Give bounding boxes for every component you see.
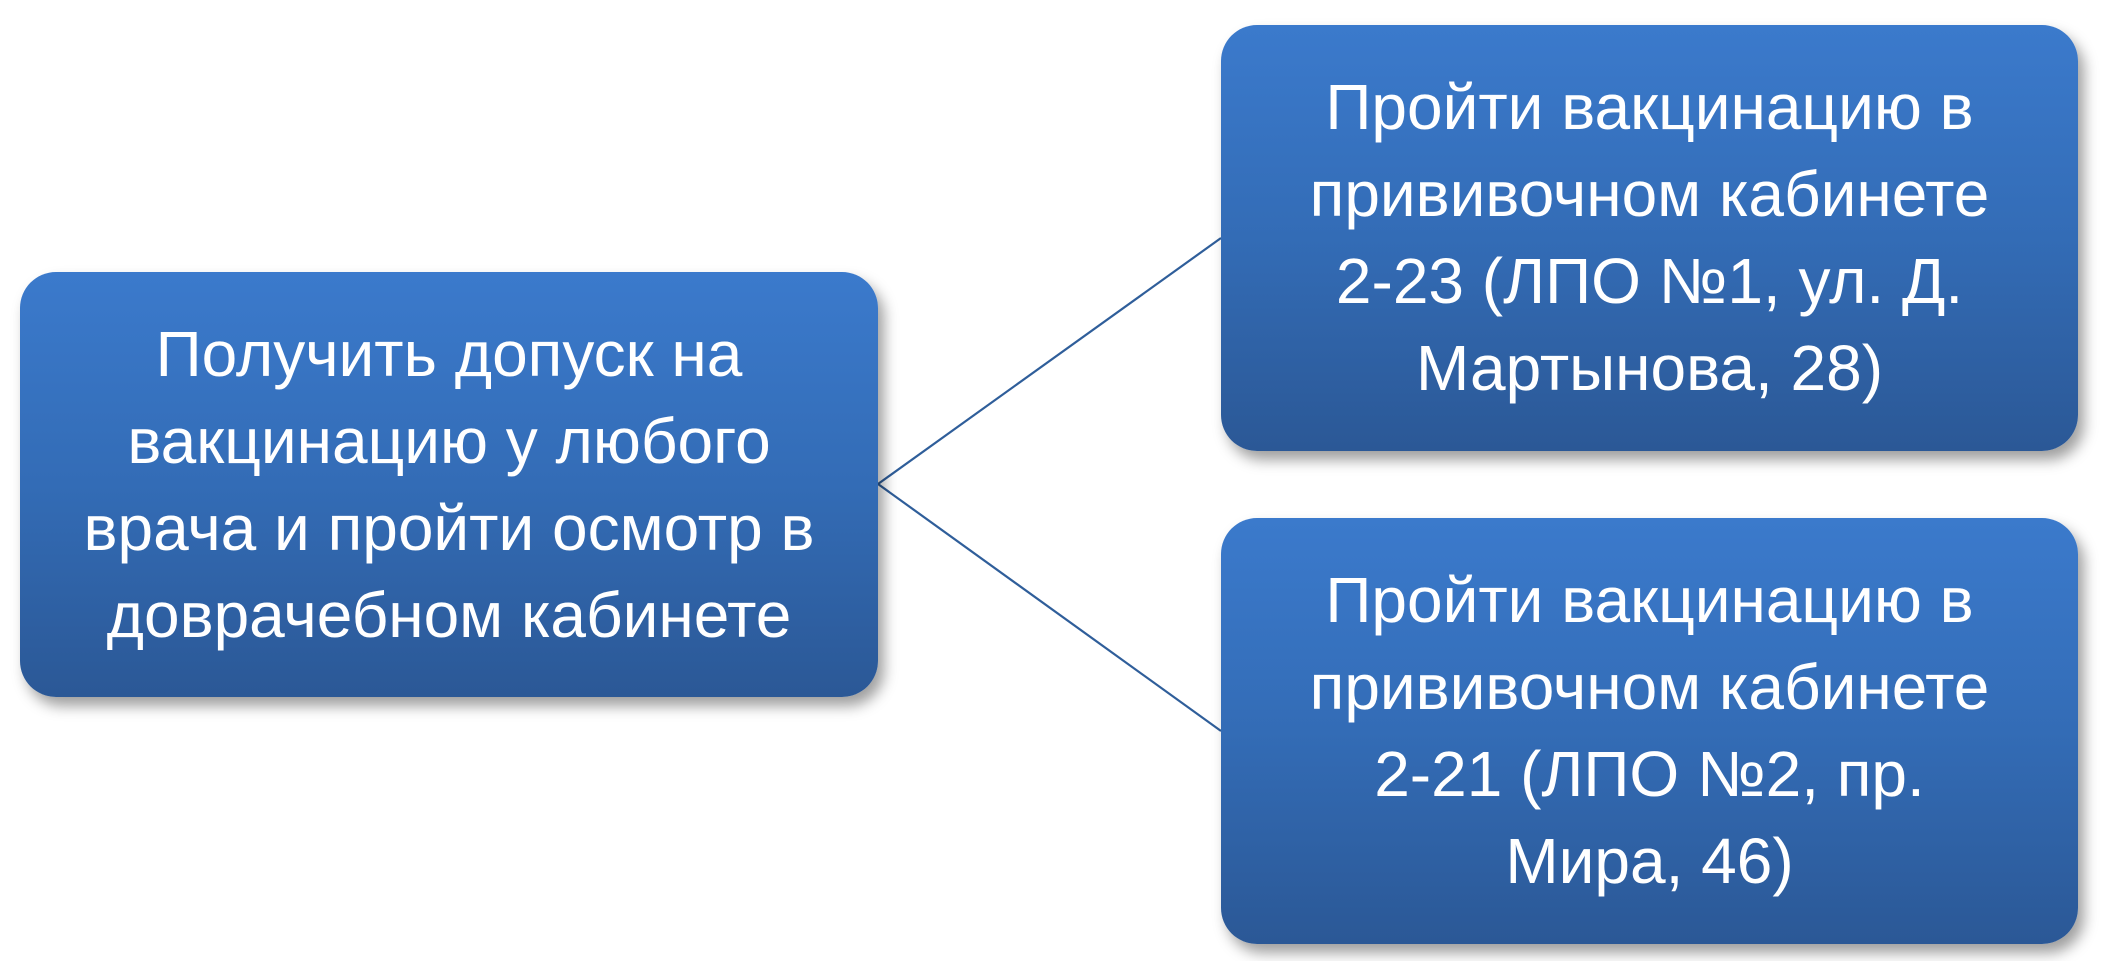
target-node-box-2: Пройти вакцинацию в прививочном кабинете… — [1221, 518, 2078, 944]
connector-to-top-node — [877, 237, 1222, 485]
source-node-box: Получить допуск на вакцинацию у любого в… — [20, 272, 878, 697]
target-node-text-2: Пройти вакцинацию в прививочном кабинете… — [1309, 564, 1990, 897]
target-node-text-1: Пройти вакцинацию в прививочном кабинете… — [1309, 71, 1990, 404]
source-node-text: Получить допуск на вакцинацию у любого в… — [83, 317, 815, 651]
target-node-box-1: Пройти вакцинацию в прививочном кабинете… — [1221, 25, 2078, 451]
connector-to-bottom-node — [877, 483, 1222, 732]
